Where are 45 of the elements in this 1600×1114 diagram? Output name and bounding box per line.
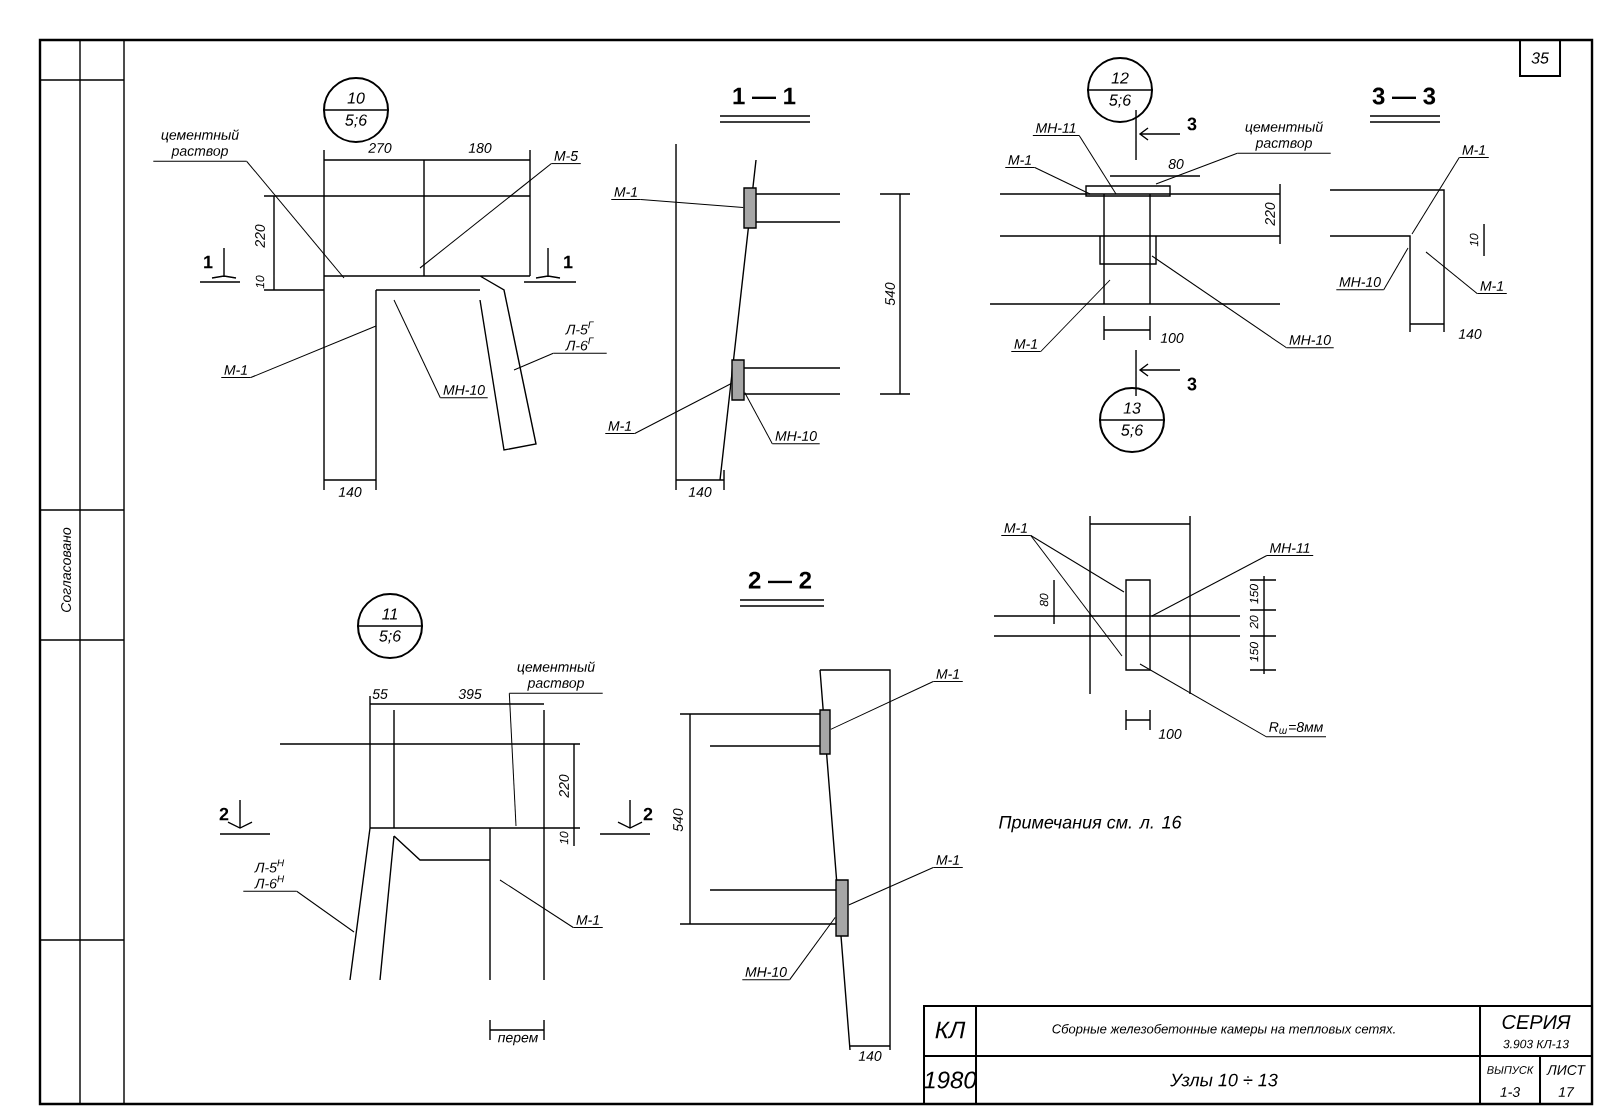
leader-line <box>1411 157 1460 235</box>
title-block-text: Узлы 10 ÷ 13 <box>1170 1073 1278 1087</box>
leader-line <box>1139 663 1267 738</box>
leader-line <box>789 916 836 981</box>
sheet-number: 35 <box>1531 52 1549 64</box>
leader-line <box>1151 555 1268 617</box>
section-mark: 3 <box>1187 377 1197 391</box>
leader-line <box>296 890 355 933</box>
leader-line <box>1034 167 1091 195</box>
section-mark: 1 <box>204 255 213 269</box>
embedded-plate <box>835 879 849 937</box>
embedded-plate <box>819 709 831 755</box>
section-title: 3 — 3 <box>1372 87 1436 105</box>
leader-line <box>744 391 773 445</box>
leader-line <box>830 681 934 730</box>
section-mark: 1 <box>564 255 573 269</box>
leader-line <box>419 163 552 269</box>
leader-line <box>848 867 934 906</box>
embedded-plate <box>743 187 757 229</box>
section-mark: 2 <box>219 807 229 821</box>
section-mark: 2 <box>643 807 653 821</box>
leader-line <box>250 325 377 378</box>
leader-line <box>513 352 554 371</box>
leader-line <box>634 383 732 435</box>
leader-line <box>1030 535 1125 593</box>
leader-line <box>246 160 345 279</box>
note: Примечания см. л. 16 <box>999 815 1182 833</box>
leader-line <box>1078 135 1117 195</box>
leader-line <box>508 692 517 827</box>
leader-line <box>499 879 574 929</box>
leader-line <box>393 299 441 399</box>
section-title: 1 — 1 <box>733 87 796 105</box>
leader-line <box>1425 251 1478 294</box>
title-block-text: 1980 <box>923 1071 977 1089</box>
leader-line <box>1383 247 1409 291</box>
leader-line <box>1155 152 1238 185</box>
title-block-text: СЕРИЯ <box>1502 1014 1571 1030</box>
section-mark: 3 <box>1187 117 1197 131</box>
leader-line <box>1030 535 1123 657</box>
title-block-text: КЛ <box>935 1021 966 1039</box>
section-title: 2 — 2 <box>748 571 812 589</box>
leader-line <box>640 199 744 208</box>
leader-line <box>1040 279 1111 352</box>
leader-line <box>1151 255 1287 349</box>
embedded-plate <box>731 359 745 401</box>
